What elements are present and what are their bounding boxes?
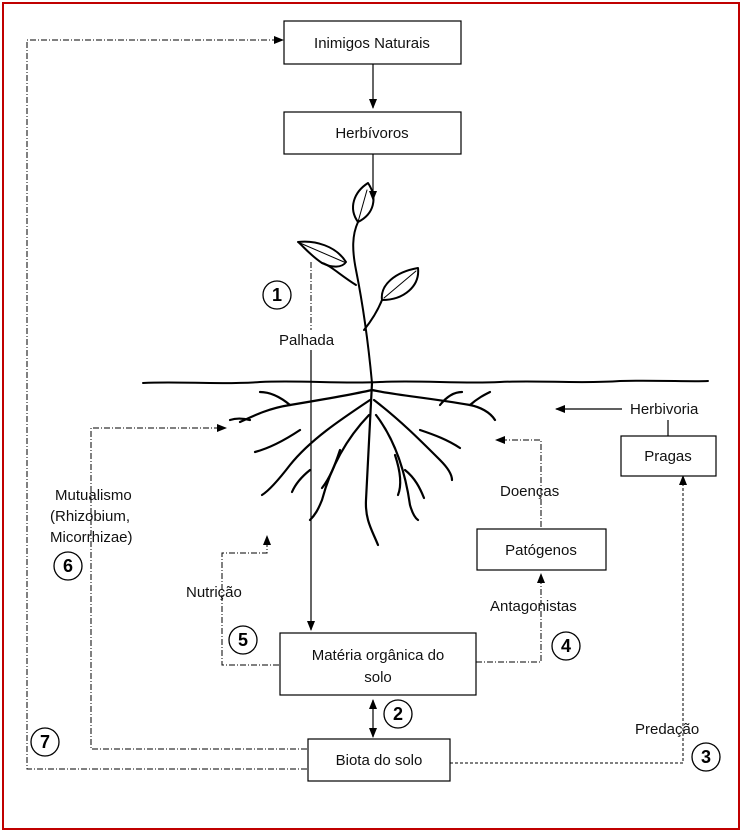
svg-text:1: 1 bbox=[272, 285, 282, 305]
ground-line bbox=[142, 379, 709, 385]
number-badge-4: 4 bbox=[551, 631, 581, 661]
arrow-biota-to-enemies bbox=[26, 36, 307, 770]
label-mutualism-2: (Rhizobium, bbox=[50, 508, 130, 525]
number-badge-2: 2 bbox=[383, 699, 413, 729]
svg-text:4: 4 bbox=[561, 636, 571, 656]
arrow-mutualism bbox=[90, 424, 307, 750]
plant-stem bbox=[352, 221, 373, 384]
box-soil-biota: Biota do solo bbox=[307, 738, 451, 782]
connectors bbox=[26, 36, 687, 770]
label-mutualism-3: Micorrhizae) bbox=[50, 529, 133, 546]
box-organic-matter: Matéria orgânica do solo bbox=[279, 632, 477, 696]
arrow-predation bbox=[450, 475, 687, 764]
number-badge-3: 3 bbox=[691, 742, 721, 772]
label-mutualism-1: Mutualismo bbox=[55, 487, 132, 504]
label-diseases: Doenças bbox=[500, 483, 559, 500]
arrow-antagonists bbox=[476, 573, 545, 663]
svg-text:2: 2 bbox=[393, 704, 403, 724]
svg-text:5: 5 bbox=[238, 630, 248, 650]
svg-text:Patógenos: Patógenos bbox=[505, 542, 577, 559]
right-leaf bbox=[363, 299, 383, 331]
box-herbivores: Herbívoros bbox=[283, 111, 462, 155]
number-badge-1: 1 bbox=[262, 280, 292, 310]
label-straw: Palhada bbox=[279, 332, 335, 349]
svg-text:Biota do solo: Biota do solo bbox=[336, 752, 423, 769]
svg-text:7: 7 bbox=[40, 732, 50, 752]
label-predation: Predação bbox=[635, 721, 699, 738]
svg-text:6: 6 bbox=[63, 556, 73, 576]
box-pathogens: Patógenos bbox=[476, 528, 607, 571]
svg-text:solo: solo bbox=[364, 669, 392, 686]
svg-text:Inimigos Naturais: Inimigos Naturais bbox=[314, 35, 430, 52]
plant-illustration bbox=[142, 182, 709, 547]
svg-text:Herbívoros: Herbívoros bbox=[335, 125, 408, 142]
svg-text:Matéria orgânica do: Matéria orgânica do bbox=[312, 647, 445, 664]
svg-text:Pragas: Pragas bbox=[644, 448, 692, 465]
box-pests: Pragas bbox=[620, 435, 717, 477]
arrow-nutrition bbox=[221, 535, 279, 666]
top-leaf bbox=[352, 182, 375, 223]
box-natural-enemies: Inimigos Naturais bbox=[283, 20, 462, 65]
number-badge-5: 5 bbox=[228, 625, 258, 655]
svg-text:3: 3 bbox=[701, 747, 711, 767]
label-antagonists: Antagonistas bbox=[490, 598, 577, 615]
label-nutrition: Nutrição bbox=[186, 584, 242, 601]
plant-roots bbox=[228, 381, 497, 547]
number-badge-7: 7 bbox=[30, 727, 60, 757]
label-herbivory: Herbivoria bbox=[630, 401, 699, 418]
number-badge-6: 6 bbox=[53, 551, 83, 581]
